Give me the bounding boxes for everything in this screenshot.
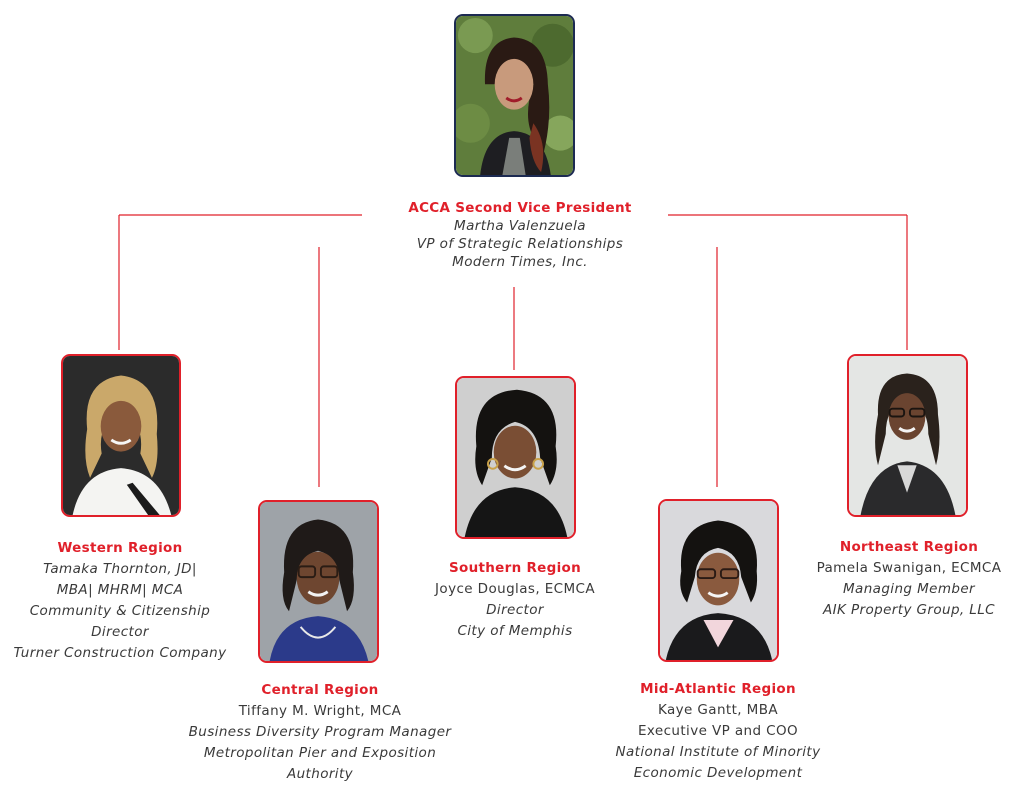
southern-photo bbox=[455, 376, 576, 539]
southern-card: Southern Region Joyce Douglas, ECMCA Dir… bbox=[405, 558, 625, 642]
southern-region-label: Southern Region bbox=[448, 560, 582, 576]
president-card: ACCA Second Vice President Martha Valenz… bbox=[380, 199, 660, 271]
central-photo bbox=[258, 500, 379, 663]
midatlantic-card: Mid-Atlantic Region Kaye Gantt, MBA Exec… bbox=[598, 679, 838, 784]
northeast-line-2: Managing Member bbox=[842, 581, 975, 597]
western-line-3: Community & Citizenship bbox=[29, 603, 211, 619]
northeast-region-label: Northeast Region bbox=[839, 539, 979, 555]
southern-line-2: Director bbox=[486, 602, 544, 618]
northeast-line-1: Pamela Swanigan, ECMCA bbox=[816, 560, 1002, 576]
southern-line-1: Joyce Douglas, ECMCA bbox=[435, 581, 595, 597]
western-line-1: Tamaka Thornton, JD| bbox=[43, 561, 197, 577]
central-line-1: Tiffany M. Wright, MCA bbox=[238, 703, 402, 719]
midatlantic-line-2: Executive VP and COO bbox=[637, 723, 799, 739]
president-role: VP of Strategic Relationships bbox=[416, 236, 624, 252]
western-line-4: Director bbox=[91, 624, 149, 640]
president-title: ACCA Second Vice President bbox=[408, 200, 632, 216]
midatlantic-line-1: Kaye Gantt, MBA bbox=[657, 702, 779, 718]
northeast-card: Northeast Region Pamela Swanigan, ECMCA … bbox=[800, 537, 1018, 621]
western-line-5: Turner Construction Company bbox=[13, 645, 227, 661]
president-company: Modern Times, Inc. bbox=[452, 254, 588, 270]
midatlantic-line-4: Economic Development bbox=[633, 765, 803, 781]
northeast-line-3: AIK Property Group, LLC bbox=[823, 602, 995, 618]
midatlantic-line-3: National Institute of Minority bbox=[615, 744, 821, 760]
western-line-2: MBA| MHRM| MCA bbox=[56, 582, 184, 598]
midatlantic-region-label: Mid-Atlantic Region bbox=[640, 681, 796, 697]
southern-line-3: City of Memphis bbox=[457, 623, 573, 639]
western-card: Western Region Tamaka Thornton, JD| MBA|… bbox=[4, 538, 236, 664]
central-line-4: Authority bbox=[286, 766, 354, 782]
president-photo bbox=[454, 14, 575, 177]
central-card: Central Region Tiffany M. Wright, MCA Bu… bbox=[180, 680, 460, 785]
midatlantic-photo bbox=[658, 499, 779, 662]
western-region-label: Western Region bbox=[57, 540, 183, 556]
president-name: Martha Valenzuela bbox=[454, 218, 586, 234]
northeast-photo bbox=[847, 354, 968, 517]
western-photo bbox=[61, 354, 181, 517]
central-line-2: Business Diversity Program Manager bbox=[188, 724, 452, 740]
central-line-3: Metropolitan Pier and Exposition bbox=[203, 745, 437, 761]
central-region-label: Central Region bbox=[261, 682, 379, 698]
